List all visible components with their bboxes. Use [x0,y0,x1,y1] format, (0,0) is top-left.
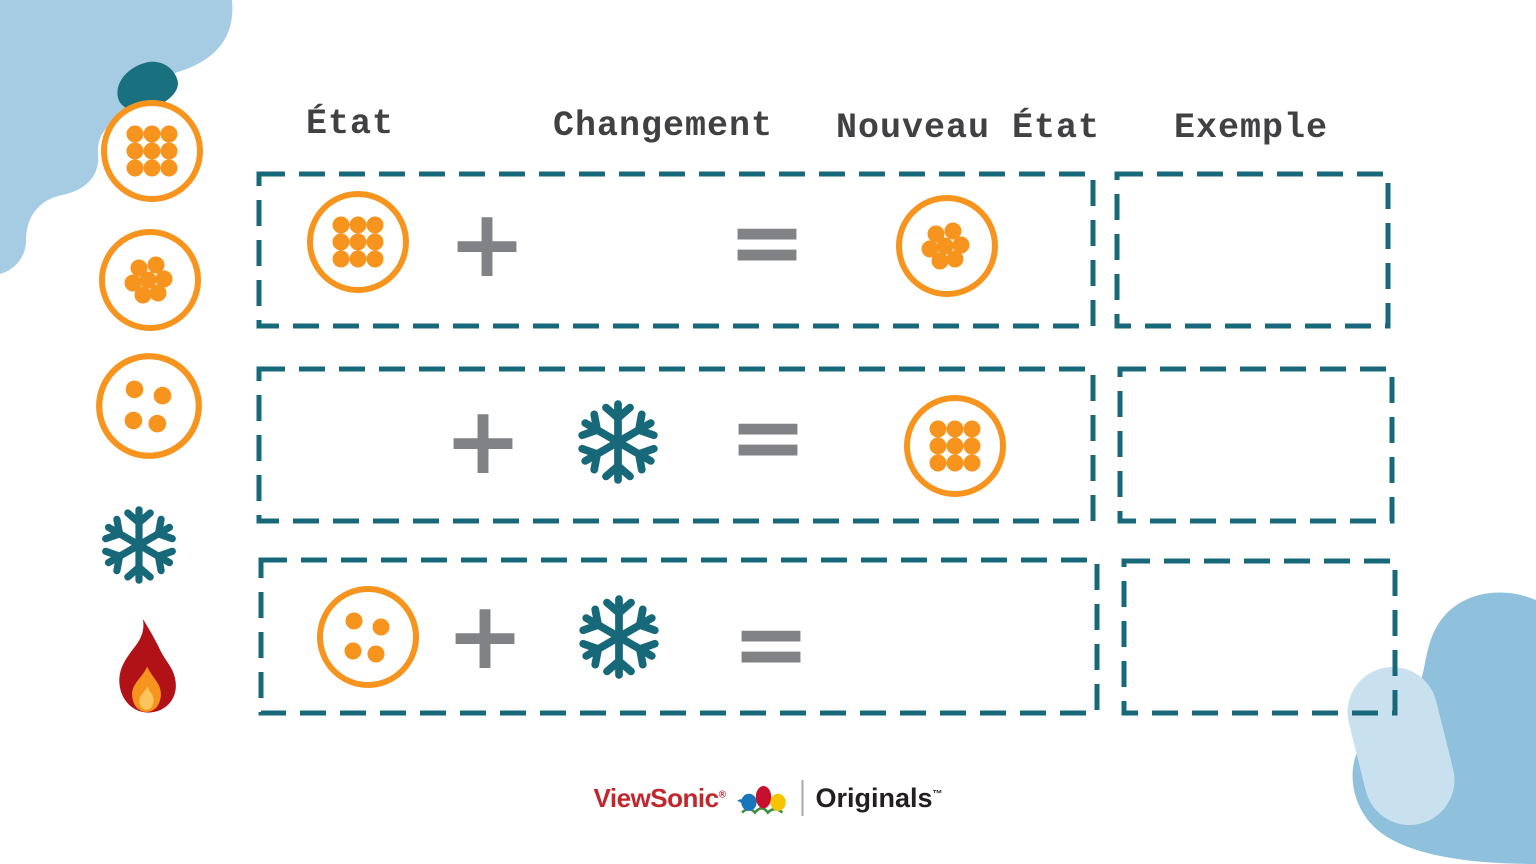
row-3-plus-sign: + [445,582,525,691]
row-1-plus-sign: + [447,190,527,299]
row-1-change-icon [574,202,660,288]
row-1-equals-sign: = [727,188,807,297]
column-header-changement: Changement [552,106,774,146]
column-header-exemple: Exemple [1173,108,1329,148]
row-1-state-icon [305,189,411,295]
row-2-equation-box: + = [256,366,1096,524]
footer-logo: ViewSonic® Originals™ [594,780,942,816]
row-3-equals-sign: = [731,590,811,699]
viewsonic-text: ViewSonic [593,782,720,813]
legend-solid-particles-icon [99,98,205,204]
legend-liquid-particles-icon [97,227,203,333]
row-2-plus-sign: + [443,387,523,496]
legend-flame-icon [104,614,176,722]
row-2-result-icon [902,393,1008,499]
legend-snowflake-icon [99,505,179,585]
trademark-mark: ™ [932,788,943,800]
row-2-example-box [1117,366,1395,524]
row-2-state-icon [307,389,413,495]
legend-gas-particles-icon [94,351,204,461]
originals-wordmark: Originals™ [815,783,942,814]
viewsonic-wordmark: ViewSonic® [594,783,726,814]
row-3-state-icon [315,584,421,690]
viewsonic-birds-icon [737,786,786,815]
row-3-result-icon [898,584,1004,690]
column-header-nouveau-etat: Nouveau État [835,108,1101,148]
column-header-etat: État [305,104,395,144]
row-3-equation-box: + = [258,557,1100,716]
originals-text: Originals [815,782,933,813]
row-1-example-box [1114,171,1391,329]
row-3-example-box [1121,558,1398,716]
logo-divider [801,780,804,816]
registered-mark: ® [718,788,726,800]
row-2-equals-sign: = [728,383,808,492]
row-2-change-icon [575,399,661,485]
row-1-equation-box: + = [256,171,1096,329]
row-3-change-icon [576,594,662,680]
row-1-result-icon [894,193,1000,299]
